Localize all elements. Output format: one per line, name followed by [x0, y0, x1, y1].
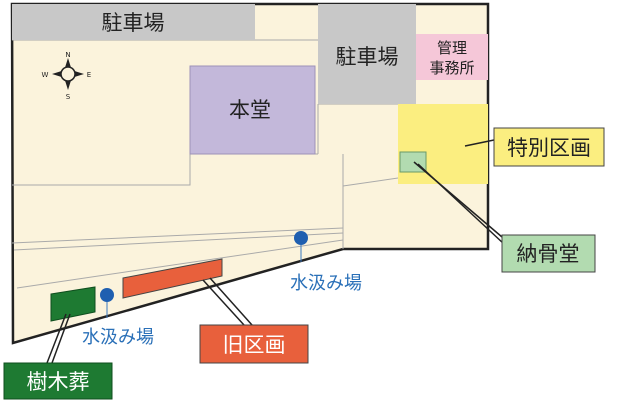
- parking-top-label: 駐車場: [102, 11, 165, 35]
- special-section-callout: [493, 127, 605, 167]
- compass-west: W: [42, 71, 49, 79]
- callout-leaders: [46, 139, 505, 364]
- main-hall-label: 本堂: [229, 98, 271, 122]
- ossuary-callout: [501, 234, 596, 273]
- old-section-block: [122, 258, 223, 299]
- water-station-right-label: 水汲み場: [290, 273, 362, 294]
- old-section-label: 旧区画: [223, 333, 286, 357]
- water-station-left-label: 水汲み場: [82, 327, 154, 348]
- tree-burial-callout: [3, 362, 113, 400]
- ossuary-label: 納骨堂: [517, 242, 580, 266]
- old-section-callout: [199, 324, 309, 364]
- tree-burial-label: 樹木葬: [27, 370, 90, 394]
- compass-east: E: [87, 71, 91, 79]
- office-label-line2: 事務所: [429, 59, 474, 77]
- compass-icon: [52, 58, 84, 90]
- parking-right-label: 駐車場: [336, 45, 399, 69]
- compass-south: S: [66, 93, 71, 101]
- parking-top: [12, 4, 255, 40]
- main-hall: [189, 65, 316, 155]
- water-station-right-icon: [294, 231, 308, 245]
- water-station-left-icon: [100, 288, 114, 302]
- tree-burial-block: [50, 286, 96, 322]
- management-office: [416, 34, 488, 80]
- parking-right: [318, 4, 416, 104]
- special-section-label: 特別区画: [507, 136, 591, 160]
- office-label-line1: 管理: [437, 39, 467, 57]
- compass-north: N: [65, 51, 70, 59]
